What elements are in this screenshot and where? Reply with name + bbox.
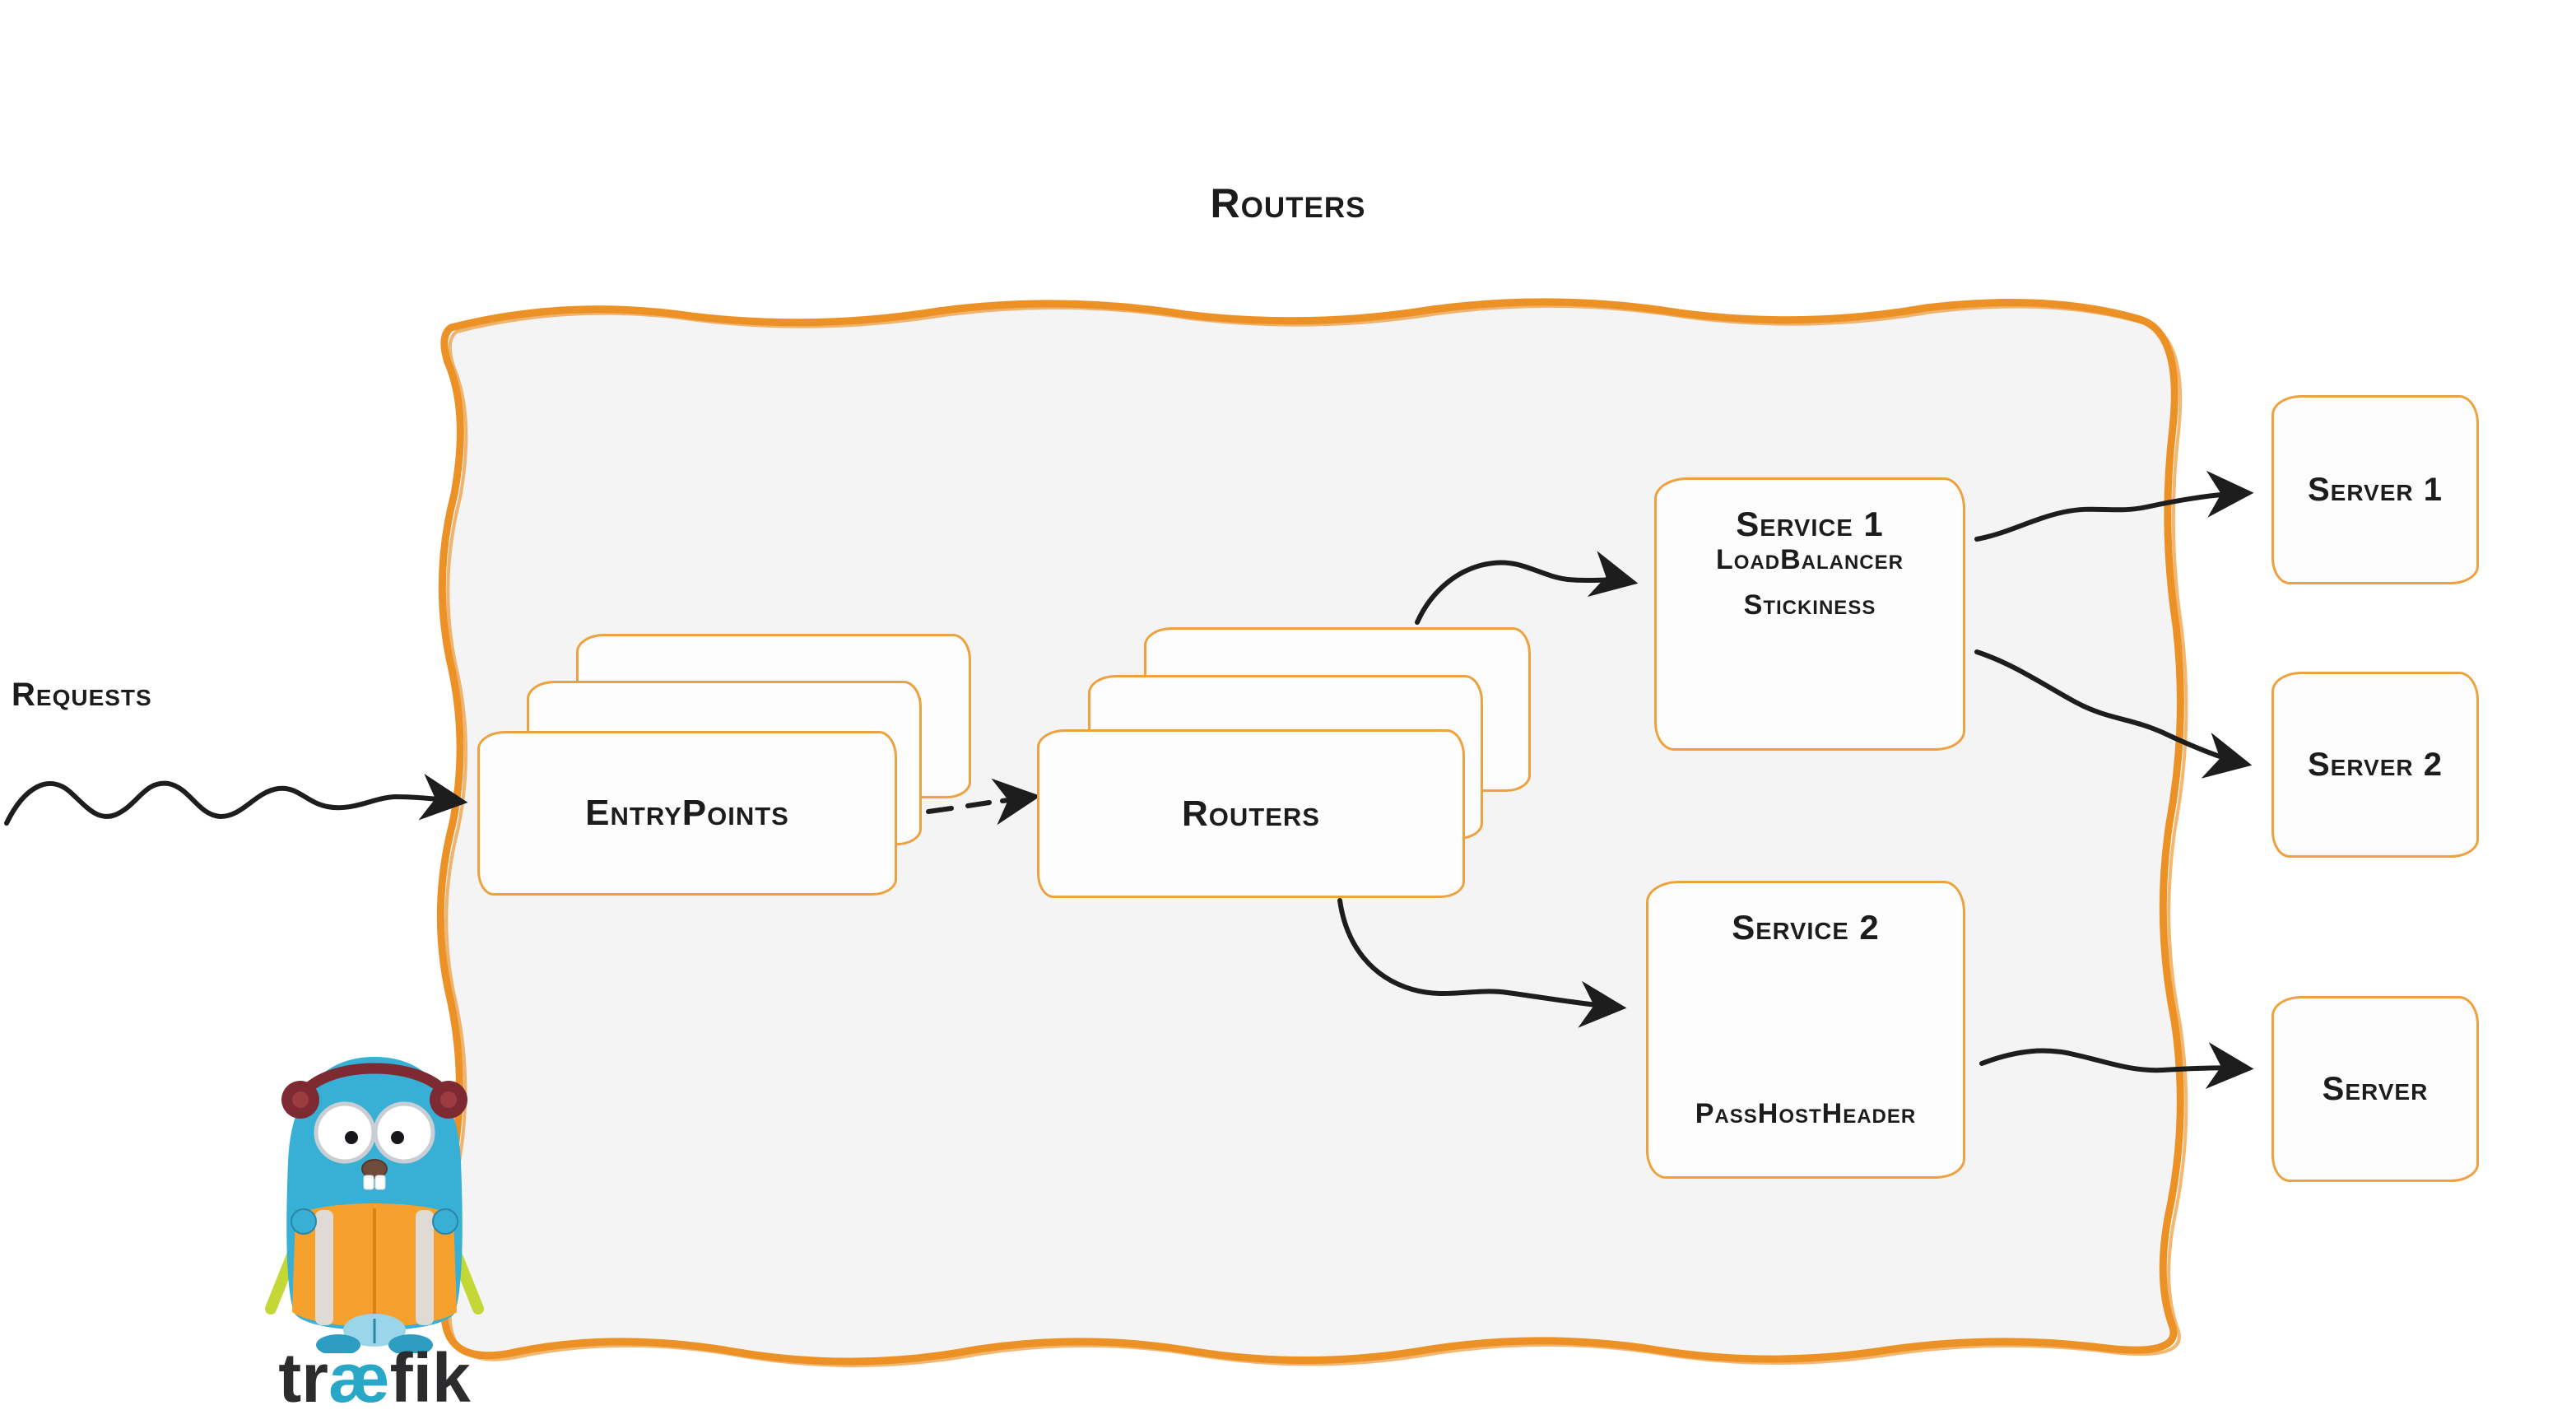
arrow-routers-to-service1 (1415, 551, 1639, 625)
traefik-gopher-logo (265, 1057, 484, 1353)
traefik-proxy-boundary-sketch-stroke (444, 304, 2188, 1368)
service2-title: Service 2 (1732, 908, 1880, 947)
gopher-eye-right (373, 1101, 435, 1164)
server3-box: Server (2271, 996, 2479, 1182)
arrow-service1-to-server1 (1974, 470, 2254, 542)
headphone-cup-left-inner (292, 1091, 309, 1108)
wordmark-post: fik (389, 1339, 471, 1417)
service2-box: Service 2 PassHostHeader (1646, 881, 1965, 1179)
service2-passhostheader-label: PassHostHeader (1695, 1098, 1917, 1129)
entrypoints-label: EntryPoints (585, 793, 789, 833)
server3-label: Server (2322, 1070, 2429, 1107)
arrow-requests-to-entrypoints (4, 773, 468, 826)
routers-card: Routers (1037, 729, 1465, 898)
server2-label: Server 2 (2307, 746, 2443, 783)
server1-box: Server 1 (2271, 395, 2479, 584)
headphone-cup-right-inner (440, 1091, 457, 1108)
vest-stripe-left (315, 1210, 333, 1325)
routers-stack: Routers (1037, 627, 1547, 903)
wordmark-ae: æ (328, 1339, 390, 1417)
arrow-entrypoints-to-routers (926, 797, 1034, 812)
server2-box: Server 2 (2271, 672, 2479, 858)
gopher-pupil-right (391, 1131, 404, 1144)
arrow-service2-to-server (1979, 1042, 2254, 1089)
server1-label: Server 1 (2307, 471, 2443, 508)
vest-stripe-right (416, 1210, 434, 1325)
gopher-foot-left (316, 1334, 360, 1353)
wordmark-pre: tr (278, 1339, 328, 1417)
routers-label: Routers (1182, 793, 1320, 834)
gopher-foot-right (388, 1334, 433, 1353)
service1-loadbalancer-label: LoadBalancer (1716, 544, 1904, 575)
gopher-tooth-left (363, 1175, 374, 1190)
gopher-pupil-left (345, 1131, 358, 1144)
gopher-eye-left (314, 1101, 376, 1164)
service1-title: Service 1 (1736, 505, 1884, 543)
gopher-hand-left (291, 1208, 317, 1235)
gopher-tooth-right (374, 1175, 386, 1190)
diagram-title: Routers (1210, 180, 1366, 226)
requests-label: Requests (12, 677, 152, 713)
arrow-routers-to-service2 (1337, 898, 1627, 1028)
service1-box: Service 1 LoadBalancer Stickiness (1654, 477, 1965, 751)
gopher-nose (361, 1159, 388, 1179)
arrow-service1-to-server2 (1974, 649, 2253, 779)
traefik-wordmark: træfik (243, 1338, 506, 1418)
entrypoints-stack: EntryPoints (477, 634, 988, 905)
service1-stickiness-label: Stickiness (1743, 589, 1876, 621)
gopher-hand-right (432, 1208, 458, 1235)
entrypoints-card: EntryPoints (477, 731, 897, 896)
